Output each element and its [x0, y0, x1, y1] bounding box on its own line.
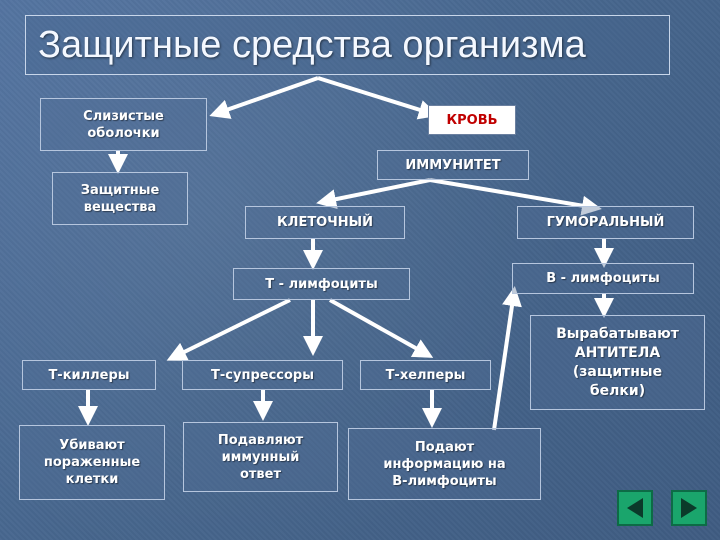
immunity-box: ИММУНИТЕТ: [377, 150, 529, 180]
antibodies-box: Вырабатывают АНТИТЕЛА (защитные белки): [530, 315, 705, 410]
protective-substances-box: Защитные вещества: [52, 172, 188, 225]
blood-box: КРОВЬ: [428, 105, 516, 135]
inform-b-box: Подают информацию на В-лимфоциты: [348, 428, 541, 500]
t-suppressors-box: Т-супрессоры: [182, 360, 343, 390]
arrow-tlymph-helpers: [329, 298, 434, 358]
arrow-title-blood: [317, 76, 439, 120]
page-title: Защитные средства организма: [25, 15, 670, 75]
humoral-box: ГУМОРАЛЬНЫЙ: [517, 206, 694, 239]
t-lymphocytes-box: Т - лимфоциты: [233, 268, 410, 300]
cellular-box: КЛЕТОЧНЫЙ: [245, 206, 405, 239]
t-killers-box: Т-киллеры: [22, 360, 156, 390]
arrow-tlymph-killers: [166, 298, 291, 361]
prev-slide-button[interactable]: [617, 490, 653, 526]
b-lymphocytes-box: В - лимфоциты: [512, 263, 694, 294]
t-helpers-box: Т-хелперы: [360, 360, 491, 390]
kill-cells-box: Убивают пораженные клетки: [19, 425, 165, 500]
arrow-title-mucous: [209, 76, 319, 119]
mucous-membranes-box: Слизистые оболочки: [40, 98, 207, 151]
arrow-helpers-blymph: [492, 286, 522, 431]
triangle-right-icon: [681, 498, 697, 518]
next-slide-button[interactable]: [671, 490, 707, 526]
triangle-left-icon: [627, 498, 643, 518]
suppress-response-box: Подавляют иммунный ответ: [183, 422, 338, 492]
arrow-immunity-cellular: [316, 178, 431, 210]
arrow-immunity-humoral: [429, 178, 602, 216]
